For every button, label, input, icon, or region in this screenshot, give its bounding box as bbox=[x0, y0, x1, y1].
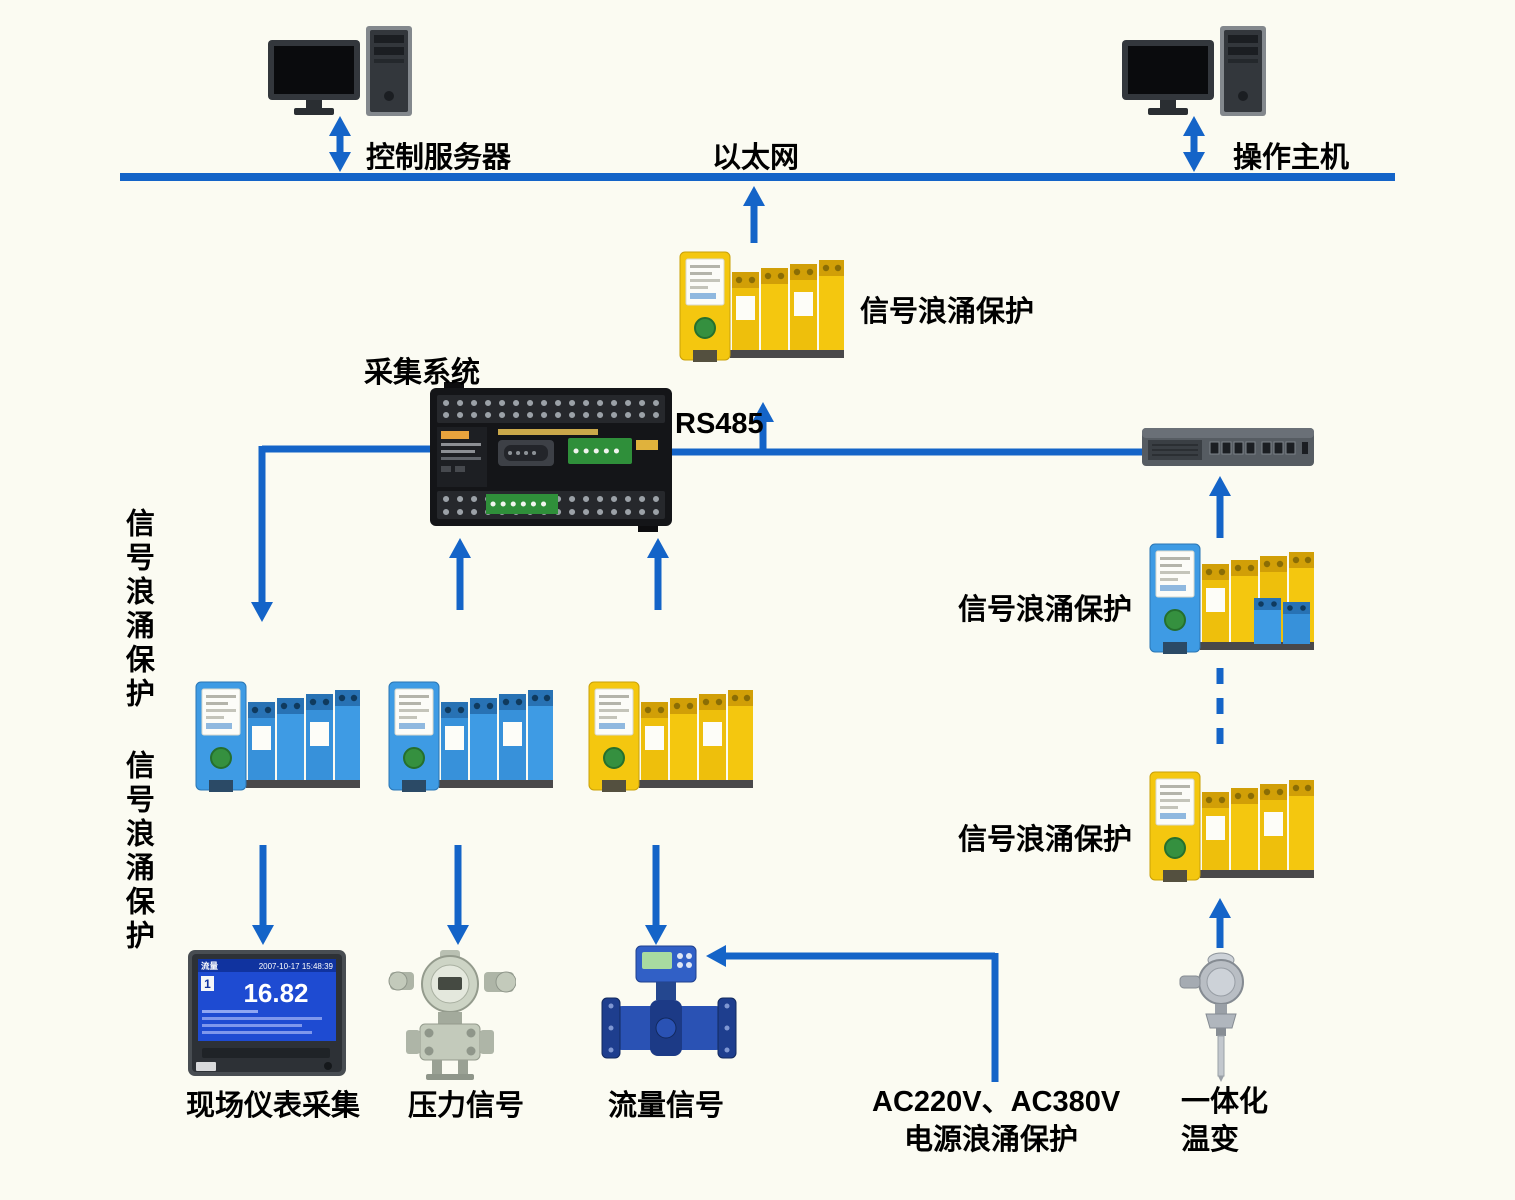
control-server-computer bbox=[266, 26, 414, 120]
signal-surge-protector-right-mid bbox=[1146, 538, 1316, 660]
paperless-recorder: 2007-10-17 15:48:39 流量 1 16.82 bbox=[188, 950, 346, 1076]
surge-protector-icon bbox=[388, 681, 553, 792]
signal-surge-protector-right-low bbox=[1146, 766, 1316, 888]
label-rs485: RS485 bbox=[675, 408, 764, 440]
label-surge-top: 信号浪涌保护 bbox=[860, 296, 1035, 328]
surge-protector-icon bbox=[1149, 771, 1314, 882]
electromagnetic-flowmeter bbox=[600, 944, 738, 1082]
surge-protector-icon bbox=[588, 681, 753, 792]
signal-surge-protector-1 bbox=[192, 676, 362, 798]
label-control-server: 控制服务器 bbox=[366, 142, 512, 174]
surge-protector-icon bbox=[1149, 543, 1314, 654]
arrow-surge-1-to-recorder bbox=[252, 845, 274, 945]
label-pressure-signal: 压力信号 bbox=[408, 1090, 525, 1122]
switch-icon bbox=[1142, 428, 1314, 466]
label-field-instrument: 现场仪表采集 bbox=[186, 1090, 361, 1122]
temperature-transmitter bbox=[1178, 946, 1264, 1082]
recorder-icon: 2007-10-17 15:48:39 流量 1 16.82 bbox=[188, 950, 346, 1076]
label-temp-line1: 一体化 bbox=[1181, 1086, 1269, 1118]
recorder-timestamp: 2007-10-17 15:48:39 bbox=[259, 962, 334, 971]
temperature-transmitter-icon bbox=[1179, 952, 1244, 1082]
recorder-value: 16.82 bbox=[243, 978, 308, 1008]
recorder-tag: 流量 bbox=[201, 961, 219, 971]
label-acquisition-system: 采集系统 bbox=[364, 357, 481, 389]
recorder-channel: 1 bbox=[204, 977, 211, 991]
link-power-surge-to-flowmeter bbox=[706, 945, 999, 1082]
surge-protector-icon bbox=[679, 251, 844, 362]
computer-icon bbox=[268, 26, 412, 116]
label-power-surge-line2: 电源浪涌保护 bbox=[904, 1124, 1079, 1156]
link-plc-to-surge-1 bbox=[251, 445, 435, 622]
plc-acquisition-device bbox=[430, 382, 672, 532]
label-surge-left-upper: 信号浪涌保护 bbox=[121, 508, 154, 712]
label-temp-line2: 温变 bbox=[1181, 1124, 1240, 1156]
arrow-surge-3-to-flowmeter bbox=[645, 845, 667, 945]
label-power-surge-line1: AC220V、AC380V bbox=[872, 1086, 1121, 1118]
arrow-surge-2-to-pressure bbox=[447, 845, 469, 945]
label-flow-signal: 流量信号 bbox=[608, 1090, 725, 1122]
label-surge-right-mid: 信号浪涌保护 bbox=[958, 594, 1133, 626]
label-operator-host: 操作主机 bbox=[1233, 142, 1350, 174]
ethernet-switch bbox=[1142, 424, 1314, 470]
signal-surge-protector-top bbox=[676, 246, 846, 368]
arrow-rs485-to-surge-top bbox=[752, 402, 774, 452]
label-surge-right-low: 信号浪涌保护 bbox=[958, 824, 1133, 856]
arrow-surge-3-to-plc bbox=[647, 538, 669, 610]
operator-host-computer bbox=[1120, 26, 1268, 120]
link-control-server-ethernet bbox=[329, 116, 351, 172]
link-operator-host-ethernet bbox=[1183, 116, 1205, 172]
computer-icon bbox=[1122, 26, 1266, 116]
pressure-transmitter bbox=[388, 950, 516, 1082]
arrow-surge-2-to-plc bbox=[449, 538, 471, 610]
arrow-surge-top-to-ethernet bbox=[743, 186, 765, 243]
surge-protector-icon bbox=[195, 681, 360, 792]
flowmeter-icon bbox=[601, 945, 737, 1059]
signal-surge-protector-3 bbox=[585, 676, 755, 798]
signal-surge-protector-2 bbox=[385, 676, 555, 798]
plc-icon bbox=[430, 382, 672, 532]
arrow-surge-right-mid-to-switch bbox=[1209, 476, 1231, 538]
label-ethernet: 以太网 bbox=[712, 142, 800, 174]
arrow-temp-to-surge-right-low bbox=[1209, 898, 1231, 948]
label-surge-left-lower: 信号浪涌保护 bbox=[121, 750, 154, 954]
pressure-transmitter-icon bbox=[388, 950, 516, 1080]
